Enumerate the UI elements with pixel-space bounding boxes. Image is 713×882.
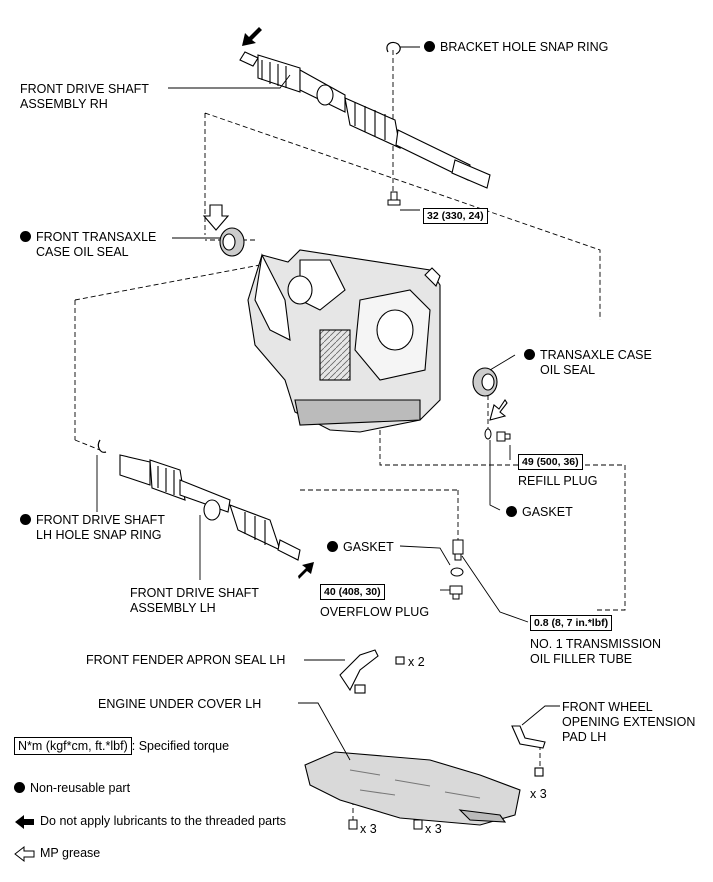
- mp-grease-arrow-top: [202, 204, 230, 231]
- front-transaxle-case-oil-seal: [219, 227, 245, 257]
- label-transaxle-case-oil-seal: TRANSAXLE CASE OIL SEAL: [524, 348, 652, 378]
- qty-cover-clips-left: x 3: [360, 822, 377, 836]
- qty-apron-seal-screws: x 2: [408, 655, 425, 669]
- transaxle-case-oil-seal: [472, 367, 498, 397]
- filled-arrow-icon: [15, 815, 34, 829]
- non-reusable-dot-icon: [424, 41, 435, 52]
- label-front-wheel-opening-extension-pad-lh: FRONT WHEEL OPENING EXTENSION PAD LH: [562, 700, 696, 744]
- no-lube-arrow-rh: [242, 27, 262, 46]
- front-fender-apron-seal-lh: [339, 649, 405, 694]
- label-front-drive-shaft-rh: FRONT DRIVE SHAFT ASSEMBLY RH: [20, 82, 149, 111]
- legend-no-lubricant: Do not apply lubricants to the threaded …: [40, 814, 286, 828]
- torque-refill-plug: 49 (500, 36): [518, 454, 583, 470]
- legend-non-reusable: Non-reusable part: [14, 781, 130, 796]
- mp-grease-arrow-right: [489, 399, 508, 421]
- filled-circle-icon: [14, 782, 25, 793]
- legend-mp-grease: MP grease: [40, 846, 101, 860]
- legend-torque: N*m (kgf*cm, ft.*lbf): Specified torque: [14, 737, 230, 755]
- engine-under-cover-lh: [304, 751, 521, 826]
- transaxle-case: [247, 249, 441, 433]
- lh-hole-snap-ring: [97, 439, 107, 453]
- torque-overflow-plug: 40 (408, 30): [320, 584, 385, 600]
- torque-filler-tube: 0.8 (8, 7 in.*lbf): [530, 615, 613, 631]
- shaft-bolt: [387, 191, 401, 206]
- label-gasket-right: GASKET: [506, 505, 573, 520]
- label-overflow-plug: OVERFLOW PLUG: [320, 605, 430, 619]
- qty-cover-clips-right: x 3: [425, 822, 442, 836]
- label-oil-filler-tube: NO. 1 TRANSMISSION OIL FILLER TUBE: [530, 637, 662, 666]
- bracket-hole-snap-ring: [386, 41, 401, 55]
- non-reusable-dot-icon: [327, 541, 338, 552]
- label-front-transaxle-case-oil-seal: FRONT TRANSAXLE CASE OIL SEAL: [20, 230, 156, 260]
- hollow-arrow-icon: [14, 845, 35, 863]
- under-cover-clips: [348, 819, 423, 830]
- leader-lines: [96, 46, 560, 761]
- overflow-plug-part: [449, 585, 463, 600]
- legend-torque-box: N*m (kgf*cm, ft.*lbf): [14, 737, 132, 755]
- overflow-gasket: [450, 567, 464, 577]
- front-drive-shaft-lh: [119, 454, 301, 561]
- no-lube-arrow-lh: [298, 562, 314, 579]
- refill-plug: [496, 431, 511, 442]
- label-gasket-center: GASKET: [327, 540, 394, 555]
- label-front-drive-shaft-lh-hole-snap-ring: FRONT DRIVE SHAFT LH HOLE SNAP RING: [20, 513, 165, 543]
- front-wheel-opening-extension-pad-lh: [511, 725, 546, 777]
- non-reusable-dot-icon: [524, 349, 535, 360]
- qty-pad-clip: x 3: [530, 787, 547, 801]
- non-reusable-dot-icon: [506, 506, 517, 517]
- non-reusable-dot-icon: [20, 514, 31, 525]
- label-engine-under-cover-lh: ENGINE UNDER COVER LH: [98, 697, 262, 711]
- legend-torque-text: : Specified torque: [131, 739, 230, 753]
- front-drive-shaft-rh: [239, 51, 491, 189]
- refill-gasket: [484, 428, 492, 440]
- non-reusable-dot-icon: [20, 231, 31, 242]
- filler-tube-bolt: [452, 539, 464, 561]
- label-front-drive-shaft-lh: FRONT DRIVE SHAFT ASSEMBLY LH: [130, 586, 259, 615]
- label-refill-plug: REFILL PLUG: [518, 474, 598, 488]
- label-front-fender-apron-seal-lh: FRONT FENDER APRON SEAL LH: [86, 653, 286, 667]
- label-bracket-hole-snap-ring: BRACKET HOLE SNAP RING: [424, 40, 608, 55]
- torque-shaft-bolt: 32 (330, 24): [423, 208, 488, 224]
